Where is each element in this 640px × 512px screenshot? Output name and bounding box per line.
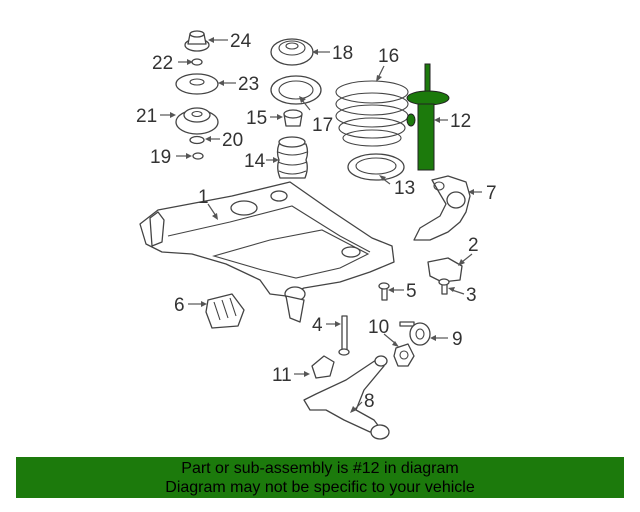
banner-line-disclaimer: Diagram may not be specific to your vehi… — [165, 479, 475, 496]
callout-2: 2 — [468, 235, 479, 256]
callout-6: 6 — [174, 295, 185, 316]
part-13-lower-spring-pad — [347, 153, 405, 181]
callout-20: 20 — [222, 130, 243, 151]
callout-5: 5 — [406, 281, 417, 302]
callout-17: 17 — [312, 115, 333, 136]
banner-line-part-number: Part or sub-assembly is #12 in diagram — [181, 460, 459, 477]
callout-10: 10 — [368, 317, 389, 338]
callout-22: 22 — [152, 53, 173, 74]
part-12-strut-assembly — [406, 63, 450, 171]
callout-14: 14 — [244, 151, 266, 172]
part-6-pad — [205, 293, 245, 329]
callout-1: 1 — [198, 187, 209, 208]
part-14-dust-boot — [276, 136, 309, 179]
callout-24: 24 — [230, 31, 252, 52]
callout-18: 18 — [332, 43, 353, 64]
parts-diagram: 24 22 23 21 20 19 18 16 15 17 14 13 12 7… — [136, 30, 497, 440]
part-23-mount-plate — [175, 73, 219, 95]
callout-13: 13 — [394, 178, 415, 199]
part-21-strut-mount — [175, 107, 219, 135]
callout-7: 7 — [486, 183, 497, 204]
callout-21: 21 — [136, 106, 157, 127]
callout-8: 8 — [364, 391, 375, 412]
part-5-bolt — [378, 282, 390, 301]
callout-12: 12 — [450, 111, 471, 132]
callout-11: 11 — [272, 365, 292, 386]
callout-3: 3 — [466, 285, 477, 306]
part-20-washer — [189, 135, 205, 145]
part-16-coil-spring — [335, 80, 409, 147]
callout-9: 9 — [452, 329, 463, 350]
part-19-nut — [192, 152, 204, 160]
part-8-control-arm — [303, 355, 390, 440]
part-22-washer — [191, 58, 203, 66]
callout-15: 15 — [246, 108, 267, 129]
part-11-bracket — [311, 355, 335, 379]
part-17-spring-pad — [270, 75, 322, 105]
callout-16: 16 — [378, 46, 399, 67]
part-15-bump-stop — [283, 109, 303, 127]
part-9-bushing — [399, 321, 431, 346]
callout-19: 19 — [150, 147, 171, 168]
part-10-bushing — [393, 343, 415, 367]
part-4-long-bolt — [338, 315, 350, 356]
part-1-subframe — [139, 181, 395, 323]
callout-23: 23 — [238, 74, 259, 95]
part-18-upper-spring-seat — [270, 38, 314, 66]
info-banner: Part or sub-assembly is #12 in diagram D… — [16, 457, 624, 498]
part-2-bracket — [427, 257, 463, 283]
part-3-bolt — [438, 278, 450, 295]
callout-4: 4 — [312, 315, 323, 336]
part-7-steering-knuckle — [413, 175, 471, 241]
part-24-top-mount-cap — [184, 30, 210, 52]
callout-labels: 24 22 23 21 20 19 18 16 15 17 14 13 12 7… — [136, 31, 497, 412]
leader-lines — [160, 37, 482, 413]
